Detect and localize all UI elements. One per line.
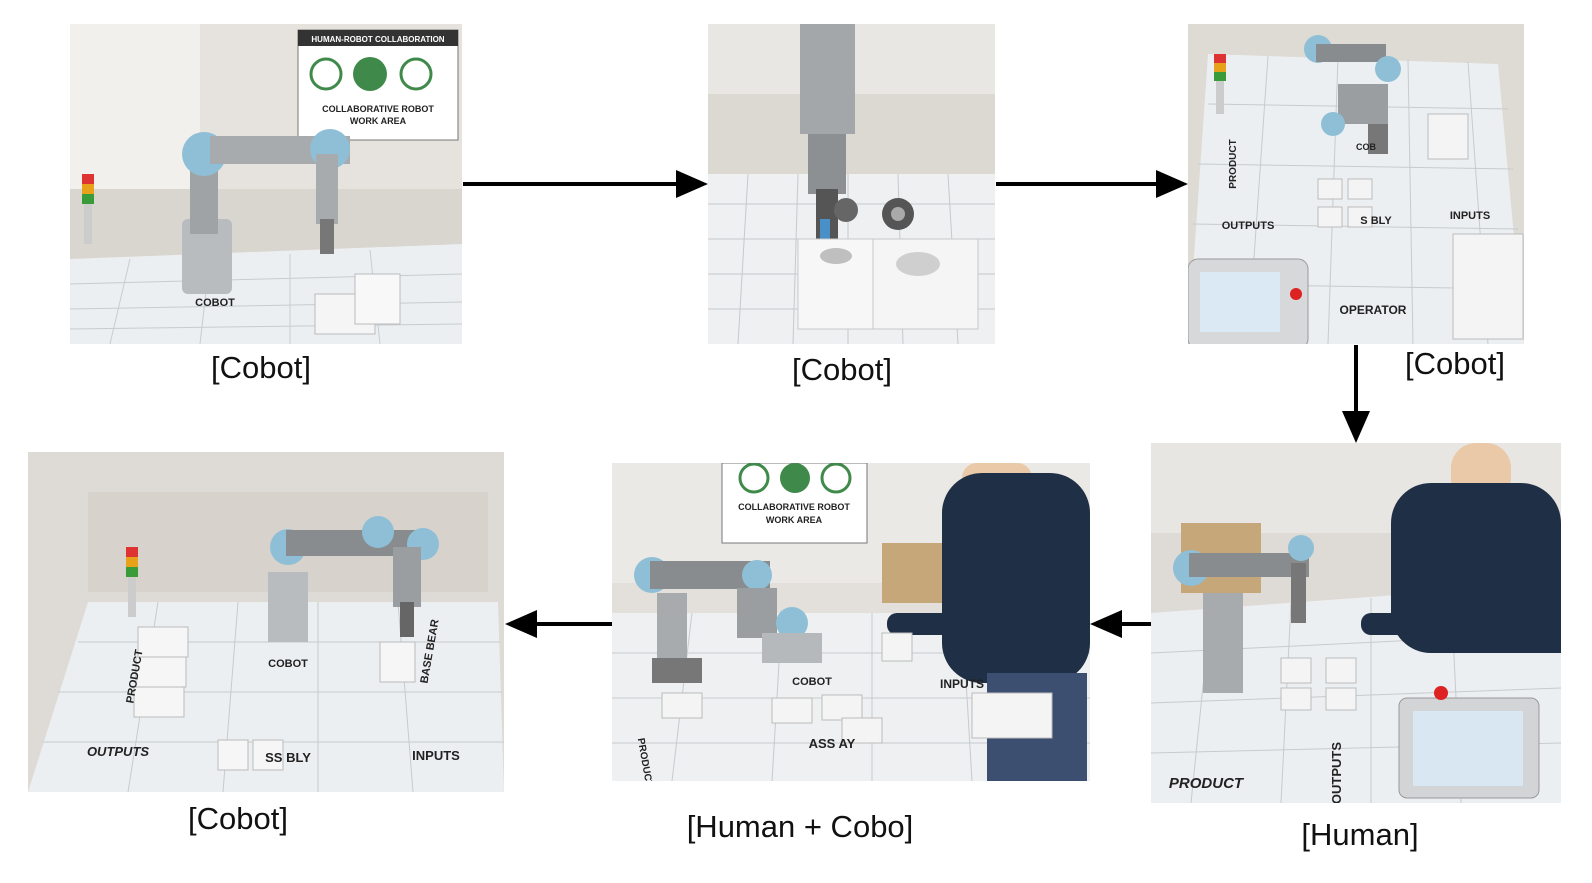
table-label: ASS AY	[809, 736, 856, 751]
table-label: INPUTS	[412, 748, 460, 763]
table-label: COBOT	[195, 297, 235, 309]
sign-line2: WORK AREA	[350, 116, 407, 126]
flow-arrow-down-icon	[1342, 345, 1370, 443]
table-label: COB	[1356, 142, 1377, 152]
table-label: SS BLY	[265, 750, 311, 765]
sign-header: HUMAN-ROBOT COLLABORATION	[311, 35, 444, 44]
table-label: S BLY	[1360, 215, 1392, 227]
table-label: OUTPUTS	[1222, 220, 1275, 232]
table-label: OUTPUTS	[87, 744, 149, 759]
sign-line1: COLLABORATIVE ROBOT	[322, 104, 434, 114]
table-label: PRODUCT	[1169, 775, 1245, 792]
photo-step-2-cobot	[708, 24, 995, 344]
flow-arrow-left-icon	[505, 610, 612, 638]
caption-step-2: [Cobot]	[792, 352, 892, 387]
flow-arrow-right-icon	[996, 170, 1188, 198]
table-label: PRODUCT	[1228, 139, 1239, 188]
photo-step-1-cobot: HUMAN-ROBOT COLLABORATION COLLABORATIVE …	[70, 24, 462, 344]
table-label: COBOT	[792, 676, 832, 688]
sign-line1: COLLABORATIVE ROBOT	[738, 502, 850, 512]
table-label: INPUTS	[1450, 210, 1490, 222]
table-label: OPERATOR	[1340, 303, 1407, 317]
caption-step-6: [Cobot]	[188, 801, 288, 836]
sign-line2: WORK AREA	[766, 515, 823, 525]
caption-step-5: [Human + Cobo]	[686, 809, 914, 844]
caption-step-3: [Cobot]	[1405, 346, 1505, 381]
photo-step-4-human: PRODUCT OUTPUTS	[1151, 443, 1561, 803]
caption-step-4: [Human]	[1301, 817, 1419, 852]
photo-step-5-human-cobot: COLLABORATIVE ROBOT WORK AREA COBOT ASS …	[612, 463, 1090, 781]
photo-step-3-cobot: OUTPUTS S BLY INPUTS OPERATOR COB PRODUC…	[1188, 24, 1524, 344]
table-label: OUTPUTS	[1329, 742, 1344, 803]
flow-arrow-left-icon	[1090, 610, 1151, 638]
table-label: COBOT	[268, 658, 308, 670]
photo-step-6-cobot: COBOT OUTPUTS SS BLY INPUTS PRODUCT BASE…	[28, 452, 504, 792]
table-label: INPUTS	[940, 677, 984, 691]
caption-step-1: [Cobot]	[211, 350, 311, 385]
flow-arrow-right-icon	[463, 170, 708, 198]
